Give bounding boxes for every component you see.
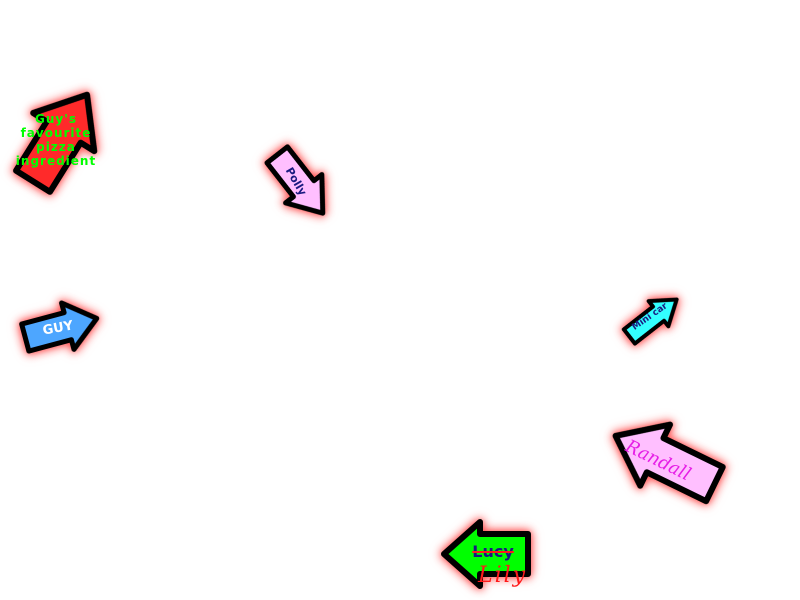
lucy-arrow-label: Lucy [472, 542, 514, 561]
pizza-arrow-label: Guy's favourite pizza ingredient [15, 112, 97, 168]
lily-correction: Lily [478, 563, 528, 588]
randall-arrow[interactable] [595, 400, 734, 520]
guy-arrow[interactable] [14, 290, 108, 365]
polly-arrow[interactable] [255, 136, 345, 231]
minicar-arrow[interactable] [615, 283, 690, 354]
lucy-arrow[interactable] [440, 518, 532, 590]
pizza-arrow[interactable] [0, 70, 123, 206]
